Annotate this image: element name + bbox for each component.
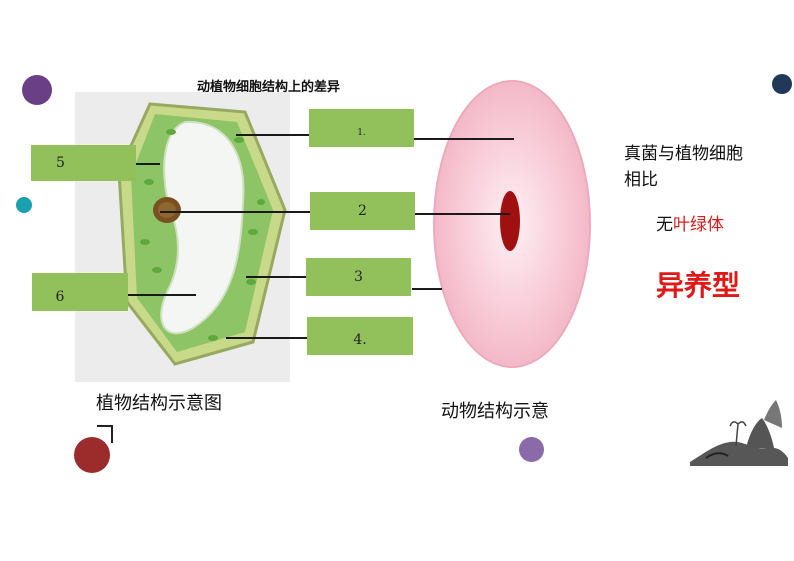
teal-dot-decoration — [16, 197, 32, 213]
plant-caption: 植物结构示意图 — [96, 389, 222, 415]
leader-line-1 — [236, 134, 310, 136]
leader-line-5 — [136, 163, 160, 165]
label-2-text: 2 — [358, 203, 367, 219]
chloroplast-word: 叶绿体 — [673, 215, 724, 235]
no-word: 无 — [656, 215, 673, 235]
label-1-text: 1. — [357, 128, 366, 138]
purple-dot-decoration — [22, 75, 52, 105]
label-box-3: 3 — [306, 258, 411, 296]
animal-caption: 动物结构示意 — [441, 397, 549, 423]
leader-line-3 — [246, 276, 306, 278]
flower-dot-decoration — [519, 437, 544, 462]
animal-cell-diagram — [432, 79, 592, 369]
label-box-2: 2 — [310, 192, 415, 230]
label-box-1: 1. — [309, 109, 414, 147]
leader-line-2-animal — [414, 213, 510, 215]
ink-landscape-decoration — [686, 392, 790, 466]
label-box-6: 6 — [32, 273, 128, 311]
fungi-compare-line1: 真菌与植物细胞 — [624, 141, 743, 167]
heterotroph-text: 异养型 — [656, 264, 740, 304]
label-box-4: 4. — [307, 317, 413, 355]
leader-line-3-animal — [412, 288, 442, 290]
label-5-text: 5 — [56, 155, 65, 171]
label-box-5: 5 — [31, 145, 136, 181]
label-3-text: 3 — [354, 269, 363, 285]
leader-line-1-animal — [414, 138, 514, 140]
caption-cursor-mark — [97, 425, 113, 443]
leader-line-4 — [226, 337, 308, 339]
leader-line-6 — [128, 294, 196, 296]
navy-dot-decoration — [772, 74, 792, 94]
fungi-compare-line2: 相比 — [624, 167, 658, 193]
label-6-text: 6 — [56, 289, 65, 305]
label-4-text: 4. — [353, 332, 366, 348]
leader-line-2 — [160, 211, 310, 213]
no-chloroplast-text: 无叶绿体 — [656, 212, 724, 238]
